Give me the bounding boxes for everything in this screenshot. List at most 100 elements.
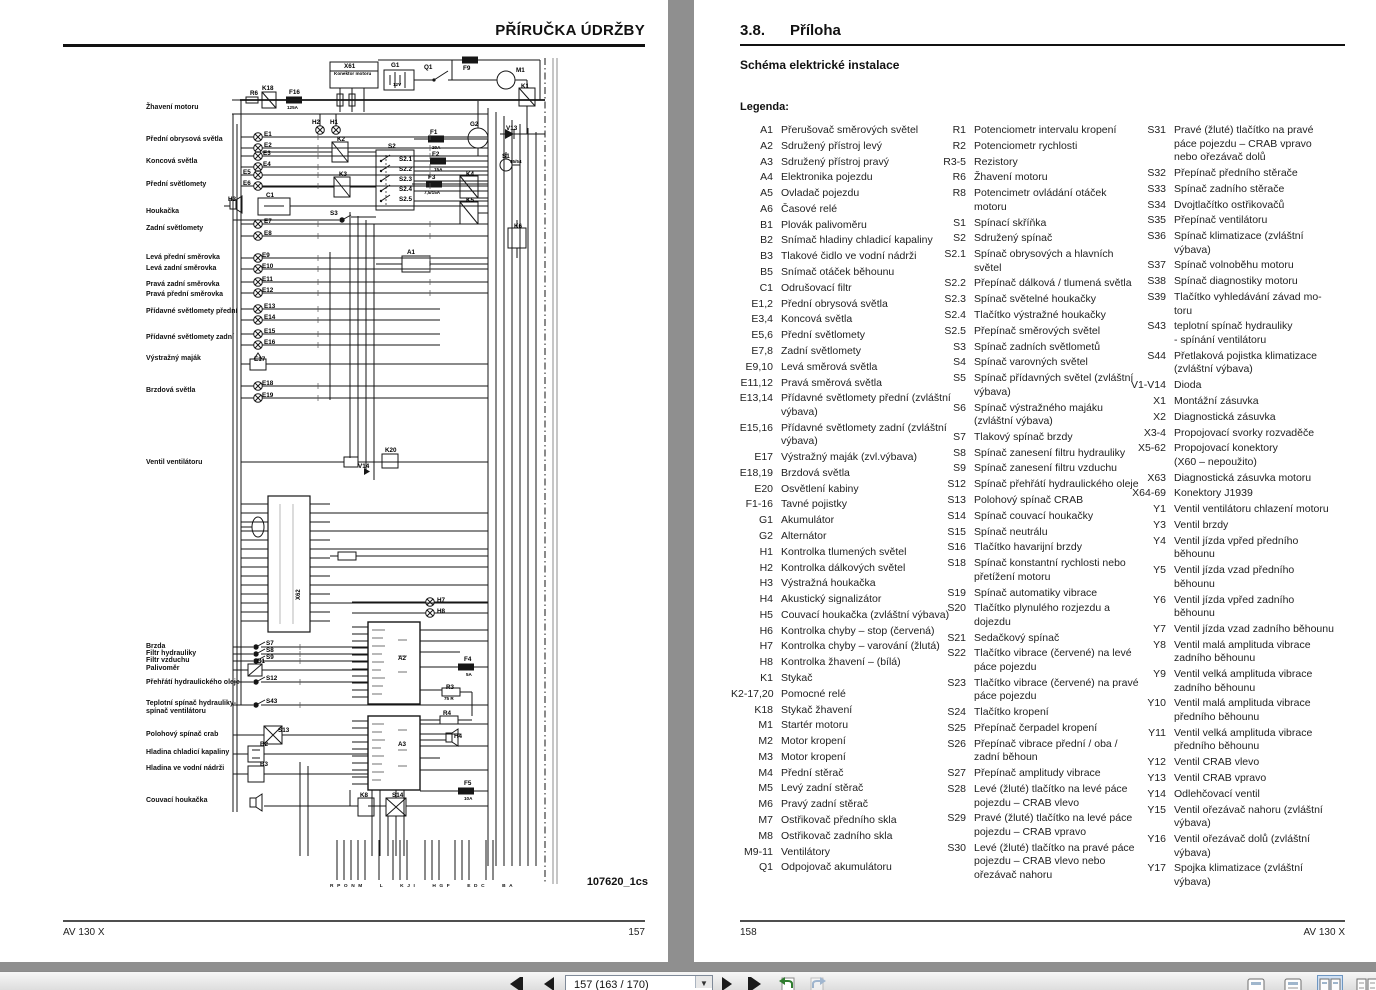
- legend-description: Tlačítko plynulého rozjezdu a dojezdu: [974, 602, 1110, 628]
- legend-code: X1: [1153, 394, 1166, 407]
- legend-code: S20: [947, 602, 966, 615]
- diagram-component-label: K2: [337, 136, 346, 143]
- diagram-component-label: Q1: [424, 64, 433, 71]
- diagram-component-label: G2: [470, 121, 479, 128]
- diagram-component-label: E12: [262, 287, 274, 294]
- two-page-continuous-view-button[interactable]: [1354, 975, 1376, 990]
- next-view-button[interactable]: [806, 976, 828, 990]
- diagram-component-label: A3: [398, 741, 407, 748]
- diagram-component-label: S8: [266, 647, 274, 654]
- previous-page-button[interactable]: [538, 976, 560, 990]
- legend-code: E9,10: [745, 360, 773, 373]
- legend-code: E13,14: [739, 392, 773, 405]
- diagram-side-label: Filtr hydrauliky: [146, 650, 197, 657]
- diagram-component-label: B3: [260, 761, 269, 768]
- legend-description: Spínač varovných světel: [974, 356, 1088, 369]
- legend-description: Potenciometr intervalu kropení: [974, 124, 1117, 136]
- legend-code: S28: [947, 782, 966, 795]
- legend-code: A2: [760, 139, 773, 152]
- diagram-side-label: Žhavení motoru: [146, 104, 199, 111]
- single-page-view-button[interactable]: [1243, 975, 1269, 990]
- legend-description: Sedačkový spínač: [974, 631, 1060, 644]
- diagram-component-label: H3: [228, 196, 237, 203]
- legend-code: M4: [758, 766, 773, 779]
- next-page-button[interactable]: [716, 976, 738, 990]
- diagram-terminal-letters: RPONM L KJI HGF EDC BA: [330, 884, 517, 889]
- legend-description: Brzdová světla: [781, 466, 850, 479]
- diagram-component-label: E3: [263, 150, 271, 157]
- diagram-component-label: E17: [254, 356, 266, 363]
- legend-description: Výstražná houkačka: [781, 577, 876, 590]
- legend-code: A4: [760, 171, 773, 184]
- legend-description: Přídavné světlomety přední (zvláštní výb…: [781, 392, 951, 418]
- section-number: 3.8.: [740, 22, 766, 39]
- legend-description: Odpojovač akumulátoru: [781, 861, 892, 874]
- legend-code: Y1: [1153, 503, 1166, 516]
- legend-description: Ostřikovač předního skla: [781, 814, 897, 826]
- legend-description: Kontrolka dálkových světel: [781, 561, 906, 574]
- last-page-button[interactable]: [744, 976, 766, 990]
- header-rule: [63, 44, 645, 47]
- diagram-component-label: E6: [243, 180, 251, 187]
- legend-description: Startér motoru: [781, 719, 849, 732]
- diagram-component-label: E13: [264, 303, 276, 310]
- legend-description: Ostřikovač zadního skla: [781, 829, 893, 842]
- two-page-view-button[interactable]: [1317, 975, 1343, 990]
- legend-code: R6: [952, 171, 966, 184]
- legend-description: Spojka klimatizace (zvláštní výbava): [1174, 862, 1303, 888]
- previous-view-button[interactable]: [777, 976, 799, 990]
- legend-code: R1: [952, 124, 966, 136]
- legend-code: E3,4: [751, 313, 773, 326]
- first-page-button[interactable]: [505, 976, 527, 990]
- legend-code: S2.5: [944, 324, 966, 337]
- diagram-component-label: 75 R: [444, 696, 454, 701]
- diagram-component-label: 12V: [393, 82, 402, 87]
- diagram-component-label: H1: [330, 119, 339, 126]
- legend-description: Couvací houkačka (zvláštní výbava): [781, 608, 950, 621]
- diagram-side-label: Polohový spínač crab: [146, 731, 219, 738]
- legend-code: K1: [760, 671, 773, 684]
- diagram-component-label: S2: [388, 143, 396, 150]
- legend-code: S2.2: [944, 277, 966, 290]
- legend-description: Dioda: [1174, 379, 1202, 392]
- diagram-component-label: 10A: [464, 796, 473, 801]
- diagram-component-label: F9: [463, 65, 471, 72]
- next-view-icon: [810, 977, 826, 990]
- diagram-component-label: K8: [360, 792, 369, 799]
- continuous-view-button[interactable]: [1280, 975, 1306, 990]
- legend-code: Y8: [1153, 638, 1166, 651]
- legend-description: Ventil ventilátoru chlazení motoru: [1174, 503, 1329, 516]
- page-number-value: 157 (163 / 170): [574, 979, 649, 990]
- legend-code: E5,6: [751, 329, 773, 342]
- legend-code: S39: [1147, 291, 1166, 304]
- legend-code: E18,19: [739, 466, 773, 479]
- page-number-combobox[interactable]: 157 (163 / 170) ▼: [565, 975, 713, 990]
- diagram-component-label: S3: [330, 210, 338, 217]
- legend-code: S26: [947, 737, 966, 750]
